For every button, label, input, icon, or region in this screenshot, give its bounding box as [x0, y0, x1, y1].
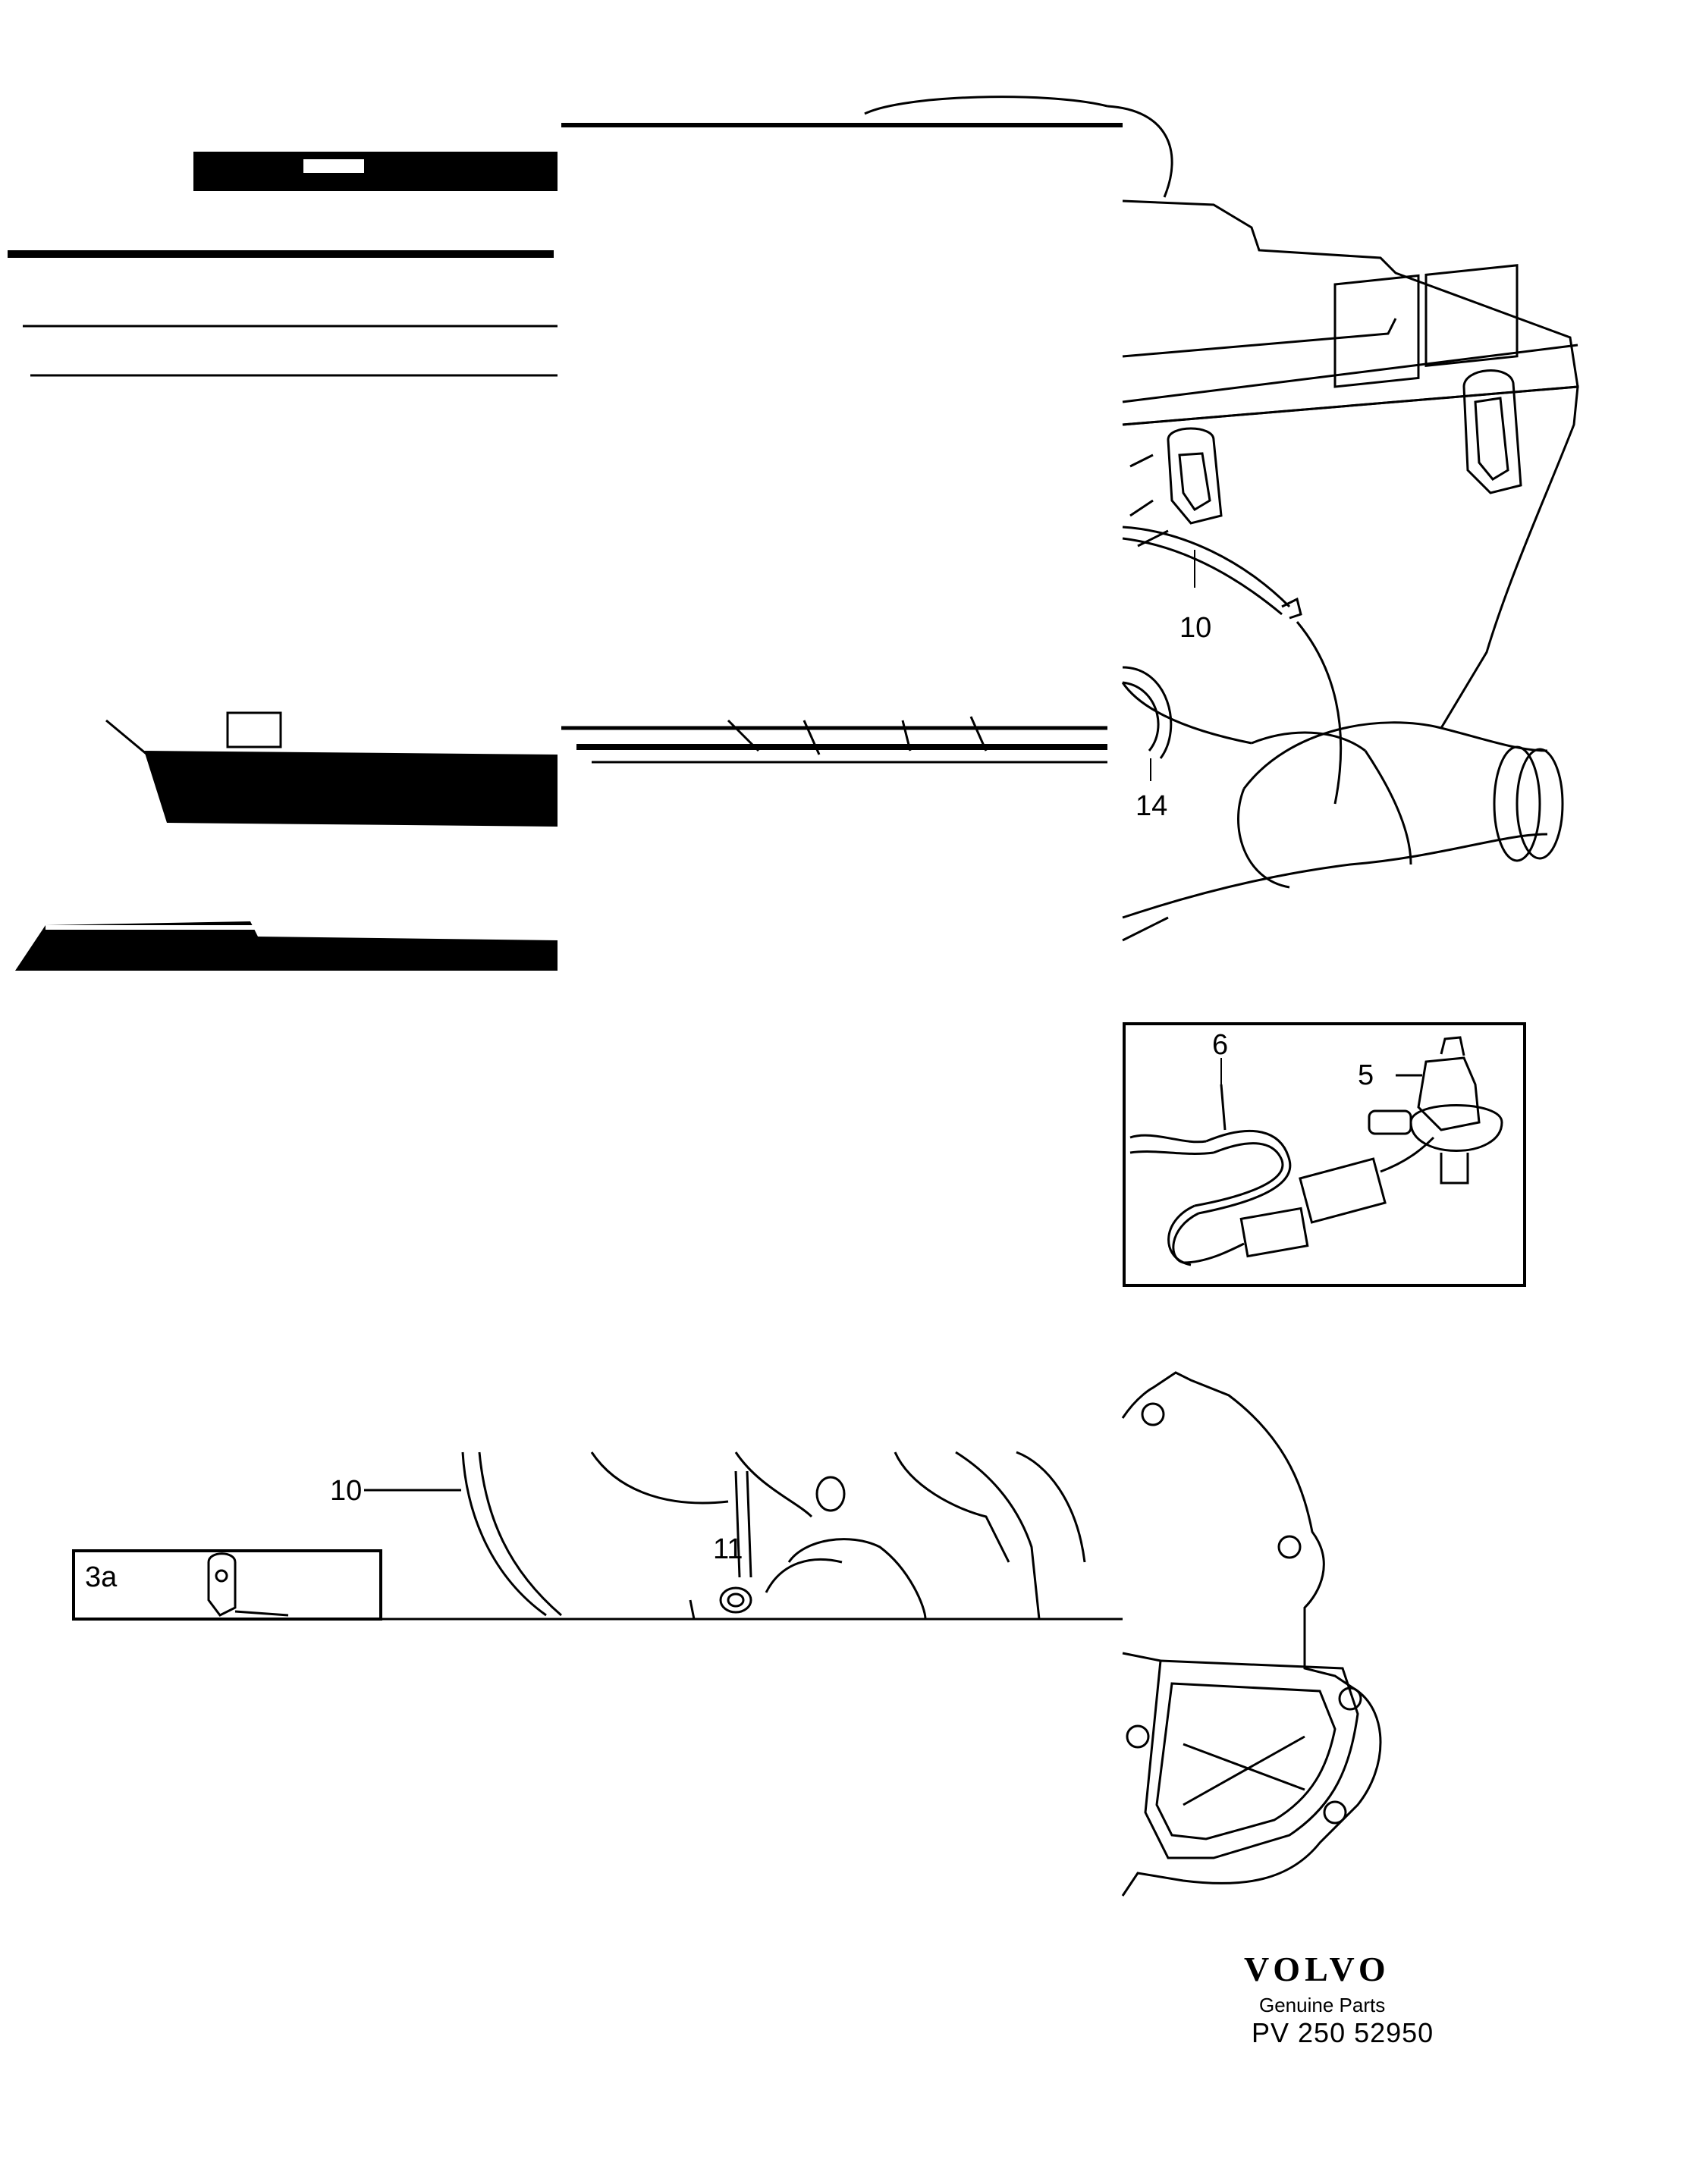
- callout-10-top: 10: [1179, 612, 1211, 644]
- brand-subtitle: Genuine Parts: [1259, 1994, 1386, 2016]
- callout-5: 5: [1358, 1059, 1374, 1091]
- callout-11: 11: [713, 1533, 743, 1565]
- scan-band: [193, 152, 558, 191]
- callout-10-bottom: 10: [330, 1475, 362, 1507]
- air-cleaner-assembly: [8, 96, 1579, 971]
- scan-band: [303, 159, 364, 173]
- scan-band: [15, 921, 558, 971]
- part-number: PV 250 52950: [1252, 2017, 1434, 2048]
- inset-label-3a: 3a: [85, 1561, 118, 1593]
- scan-band: [144, 751, 558, 827]
- inset-frame: [1123, 1022, 1526, 1287]
- brand-block: VOLVO Genuine Parts PV 250 52950: [1244, 1949, 1434, 2049]
- intake-assembly: [72, 1371, 1382, 1897]
- callout-6: 6: [1212, 1029, 1228, 1061]
- callout-leaders: [1150, 550, 1422, 1084]
- sensor-inset: [1123, 1022, 1526, 1287]
- inset-3a-frame: [72, 1549, 382, 1621]
- brand-logo: VOLVO: [1244, 1950, 1390, 1988]
- scan-band: [8, 250, 554, 258]
- connector: [1239, 1207, 1309, 1258]
- connector: [1299, 1157, 1387, 1224]
- callout-14: 14: [1135, 790, 1167, 822]
